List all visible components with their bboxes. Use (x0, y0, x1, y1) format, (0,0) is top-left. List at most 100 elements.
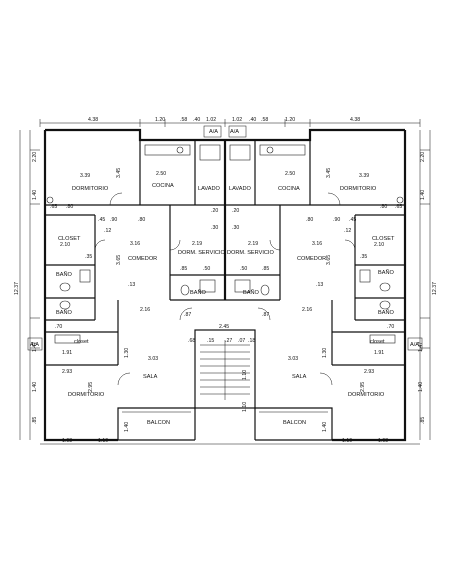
dimension-label: .65 (50, 204, 57, 210)
dimension-label: 2.16 (140, 307, 150, 313)
room-label: closet (74, 339, 89, 345)
dimension-label: .30 (232, 225, 239, 231)
dimension-label: .30 (211, 225, 218, 231)
dimension-lines (19, 119, 431, 445)
room-label: DORMITORIO (348, 392, 385, 398)
dimension-label: 1.47 (418, 342, 424, 352)
room-label: closet (370, 339, 385, 345)
dimension-label: 3.65 (326, 255, 332, 265)
aa-markers (27, 125, 423, 351)
dimension-label: 1.40 (32, 190, 38, 200)
dimension-label: 1.10 (242, 402, 248, 412)
dimension-label: .45 (98, 217, 105, 223)
dimension-label: 1.02 (206, 117, 216, 123)
dimension-label: 2.16 (302, 307, 312, 313)
dimension-label: .68 (188, 338, 195, 344)
dimension-label: .27 (225, 338, 232, 344)
room-label: A/A (410, 342, 419, 348)
dimension-label: 3.16 (312, 241, 322, 247)
dimension-label: 2.50 (156, 171, 166, 177)
dimension-label: 2.45 (219, 324, 229, 330)
dimension-label: .18 (248, 338, 255, 344)
room-label: LAVADO (229, 186, 252, 192)
dimension-label: 1.40 (32, 382, 38, 392)
door-swings (94, 192, 356, 386)
dimension-label: 1.20 (155, 117, 165, 123)
dimension-label: .35 (360, 254, 367, 260)
dimension-label: 1.91 (374, 350, 384, 356)
dimension-label: .85 (32, 417, 38, 424)
dimension-label: 2.95 (88, 382, 94, 392)
dimension-label: 1.91 (62, 350, 72, 356)
stair-treads (200, 340, 250, 400)
dimension-label: 3.45 (326, 168, 332, 178)
dimension-label: 2.93 (62, 369, 72, 375)
room-label: BAÑO (190, 289, 207, 296)
dimension-label: .87 (184, 312, 191, 318)
dimension-label: 2.10 (60, 242, 70, 248)
dimension-label: 3.45 (116, 168, 122, 178)
dimension-label: 1.40 (418, 382, 424, 392)
dimension-label: .40 (193, 117, 200, 123)
dimension-label: 1.98 (62, 438, 72, 444)
room-label: BAÑO (378, 269, 395, 276)
dimension-label: .80 (138, 217, 145, 223)
dimension-label: 1.20 (285, 117, 295, 123)
room-label: CLOSET (58, 236, 81, 242)
room-label: BALCON (283, 420, 306, 426)
dimension-label: 3.16 (130, 241, 140, 247)
walls (43, 128, 407, 442)
dimension-label: 2.95 (360, 382, 366, 392)
dimension-label: 3.03 (288, 356, 298, 362)
fixtures (46, 144, 404, 344)
dimension-label: .35 (85, 254, 92, 260)
dimension-label: .87 (262, 312, 269, 318)
dimension-label: .85 (180, 266, 187, 272)
dimension-label: 2.19 (248, 241, 258, 247)
dimension-label: .80 (306, 217, 313, 223)
dimension-label: .20 (232, 208, 239, 214)
dimension-label: .15 (207, 338, 214, 344)
dimension-label: 1.02 (232, 117, 242, 123)
room-label: BAÑO (243, 289, 260, 296)
dimension-label: 2.20 (420, 152, 426, 162)
room-label: COCINA (278, 186, 300, 192)
room-label: SALA (143, 374, 158, 380)
dimension-label: .50 (203, 266, 210, 272)
room-label: DORMITORIO (72, 186, 109, 192)
dimension-label: 1.40 (420, 190, 426, 200)
dimension-label: 1.30 (322, 348, 328, 358)
room-label: CLOSET (372, 236, 395, 242)
room-label: COCINA (152, 183, 174, 189)
room-label: BAÑO (378, 309, 395, 316)
dimension-label: .70 (387, 324, 394, 330)
room-label: A/A (209, 129, 218, 135)
dimension-texts: 4.38 1.20 .58 .40 1.02 1.02 .40 .58 1.20… (14, 117, 438, 444)
dimension-label: .58 (261, 117, 268, 123)
dimension-label: 2.10 (374, 242, 384, 248)
dimension-label: .12 (344, 228, 351, 234)
dimension-label: .50 (240, 266, 247, 272)
dimension-label: 1.47 (32, 342, 38, 352)
dimension-label: .45 (349, 217, 356, 223)
dimension-label: .58 (180, 117, 187, 123)
dimension-label: 2.50 (285, 171, 295, 177)
dimension-label: .90 (333, 217, 340, 223)
room-label: COMEDOR (297, 256, 326, 262)
dimension-label: 1.98 (378, 438, 388, 444)
dimension-label: 1.40 (124, 422, 130, 432)
dimension-label: .80 (380, 204, 387, 210)
dimension-label: .90 (110, 217, 117, 223)
dimension-label: 3.39 (80, 173, 90, 179)
room-label: A/A (230, 129, 239, 135)
dimension-label: 1.10 (342, 438, 352, 444)
dimension-label: .70 (55, 324, 62, 330)
dimension-label: .12 (104, 228, 111, 234)
room-label: DORM. SERVICIO (227, 250, 274, 256)
dimension-label: 2.93 (364, 369, 374, 375)
dimension-label: .13 (316, 282, 323, 288)
dimension-label: 12.37 (432, 282, 438, 295)
dimension-label: 2.19 (192, 241, 202, 247)
room-label: A/A (30, 342, 39, 348)
